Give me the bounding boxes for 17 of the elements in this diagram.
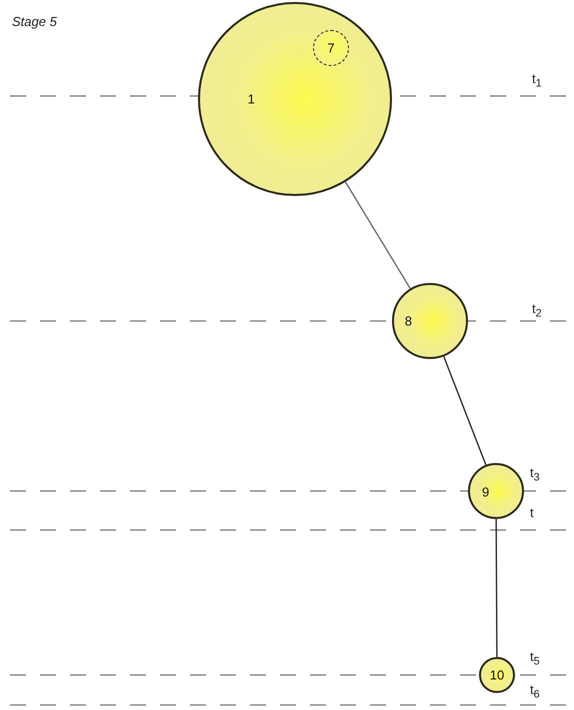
node-number: 8 [404, 314, 412, 328]
connector-line [496, 519, 498, 657]
time-label: t$_{3}$ [530, 466, 540, 484]
node-number: 10 [490, 668, 504, 682]
circle-node [313, 30, 349, 66]
time-label: t [530, 506, 534, 519]
stage-title: Stage 5 [12, 14, 57, 29]
time-label: t$_{6}$ [530, 683, 540, 700]
time-label: t$_{5}$ [530, 650, 540, 668]
node-number: 9 [482, 486, 490, 499]
time-label: t$_{2}$ [532, 302, 542, 320]
time-label: t$_{1}$ [532, 72, 542, 90]
circle-node [479, 657, 515, 693]
node-number: 7 [327, 42, 335, 54]
connector-line [443, 356, 486, 466]
node-number: 1 [248, 92, 255, 106]
connector-line [344, 182, 411, 289]
